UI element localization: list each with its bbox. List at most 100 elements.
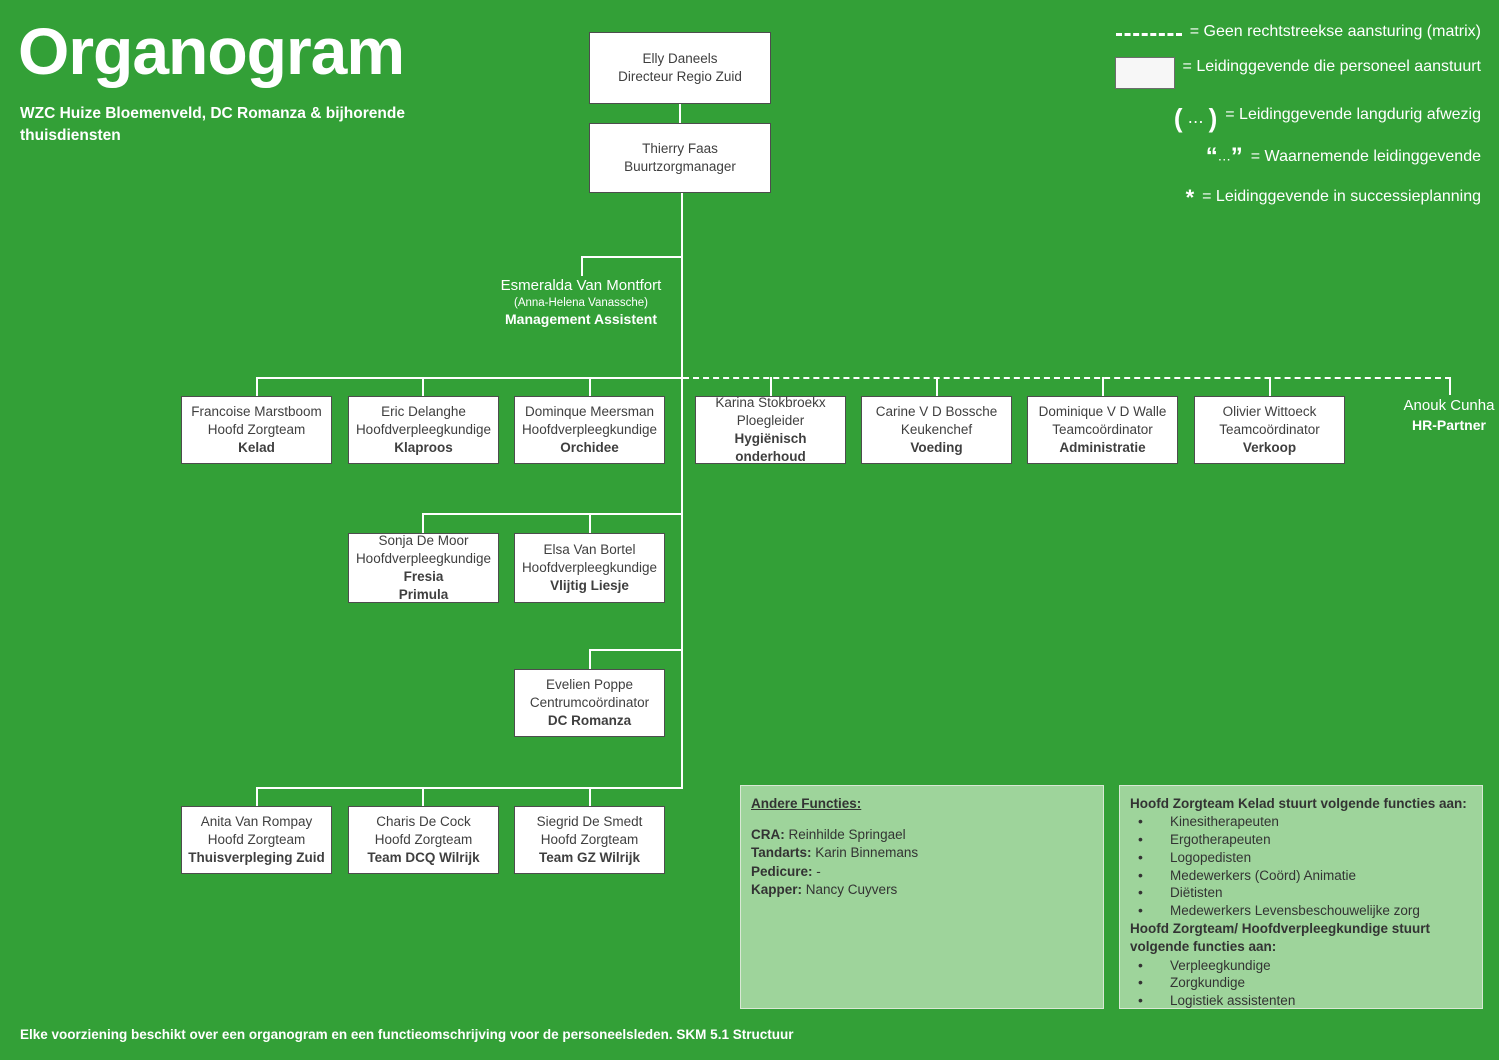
list-item: Logistiek assistenten bbox=[1134, 991, 1472, 1010]
legend-item-acting: “⋯” = Waarnemende leidinggevende bbox=[1051, 143, 1481, 171]
legend-item-label: = Waarnemende leidinggevende bbox=[1250, 148, 1481, 166]
panel-row-label: Pedicure: bbox=[751, 863, 813, 879]
legend-item-succession: * = Leidinggevende in successieplanning bbox=[1051, 187, 1481, 209]
panel-andere-functies: Andere Functies: CRA: Reinhilde Springae… bbox=[740, 785, 1104, 1009]
node-thuisverpleging-zuid[interactable]: Anita Van Rompay Hoofd Zorgteam Thuisver… bbox=[181, 806, 332, 874]
connector-drop-orchidee bbox=[589, 377, 591, 396]
white-box-icon bbox=[1114, 57, 1175, 90]
list-item: Kinesitherapeuten bbox=[1134, 812, 1472, 831]
connector-drop-vlijtig-liesje bbox=[589, 513, 591, 533]
connector-tier4-bar bbox=[256, 787, 683, 789]
connector-drop-administratie bbox=[1102, 377, 1104, 396]
connector-drop-team-dcq bbox=[422, 787, 424, 806]
node-line-role: Buurtzorgmanager bbox=[624, 159, 736, 174]
connector-director-to-buurtzorg bbox=[679, 104, 681, 124]
panel-list-hoofdverpleegkundige: Verpleegkundige Zorgkundige Logistiek as… bbox=[1130, 956, 1472, 1010]
legend-item-label: = Geen rechtstreekse aansturing (matrix) bbox=[1189, 23, 1481, 40]
panel-title-kelad: Hoofd Zorgteam Kelad stuurt volgende fun… bbox=[1130, 796, 1467, 811]
asterisk-icon: * bbox=[1185, 185, 1195, 211]
footer-note: Elke voorziening beschikt over een organ… bbox=[20, 1027, 794, 1042]
node-fresia-primula[interactable]: Sonja De Moor Hoofdverpleegkundige Fresi… bbox=[348, 533, 499, 603]
node-team-gz-wilrijk[interactable]: Siegrid De Smedt Hoofd Zorgteam Team GZ … bbox=[514, 806, 665, 874]
node-line-role: Directeur Regio Zuid bbox=[618, 69, 742, 84]
node-line-role: Hoofdverpleegkundige bbox=[521, 560, 658, 576]
node-line-unit: Kelad bbox=[238, 439, 275, 455]
panel-row: Tandarts: Karin Binnemans bbox=[751, 844, 1093, 862]
node-line-role: Management Assistent bbox=[505, 311, 657, 328]
connector-drop-verkoop bbox=[1269, 377, 1271, 396]
connector-drop-hygienisch bbox=[770, 377, 772, 396]
legend-item-manager-box: = Leidinggevende die personeel aanstuurt bbox=[1051, 57, 1481, 90]
quotes-icon: “⋯” bbox=[1205, 143, 1243, 171]
page-subtitle: WZC Huize Bloemenveld, DC Romanza & bijh… bbox=[20, 105, 405, 145]
node-line-unit2: Primula bbox=[398, 586, 449, 602]
node-line-name: Eric Delanghe bbox=[381, 404, 466, 420]
node-voeding[interactable]: Carine V D Bossche Keukenchef Voeding bbox=[861, 396, 1012, 464]
connector-drop-dc-romanza bbox=[589, 649, 591, 669]
panel-row: Pedicure: - bbox=[751, 863, 1093, 881]
node-vlijtig-liesje[interactable]: Elsa Van Bortel Hoofdverpleegkundige Vli… bbox=[514, 533, 665, 603]
list-item: Medewerkers Levensbeschouwelijke zorg bbox=[1134, 901, 1472, 920]
node-line-unit: Thuisverpleging Zuid bbox=[188, 849, 325, 865]
panel-row-value: Reinhilde Springael bbox=[788, 827, 906, 843]
panel-list-kelad: Kinesitherapeuten Ergotherapeuten Logope… bbox=[1130, 812, 1472, 920]
node-line-name: Olivier Wittoeck bbox=[1222, 404, 1317, 420]
list-item: Medewerkers (Coörd) Animatie bbox=[1134, 866, 1472, 885]
panel-row-label: CRA: bbox=[751, 827, 785, 843]
node-team-dcq-wilrijk[interactable]: Charis De Cock Hoofd Zorgteam Team DCQ W… bbox=[348, 806, 499, 874]
legend-item-label: = Leidinggevende die personeel aanstuurt bbox=[1182, 58, 1481, 76]
node-line-name: Elsa Van Bortel bbox=[543, 542, 636, 558]
node-line-unit: Voeding bbox=[910, 439, 963, 455]
node-management-assistent[interactable]: Esmeralda Van Montfort (Anna-Helena Vana… bbox=[451, 276, 711, 329]
page-title: Organogram bbox=[18, 14, 405, 88]
node-line-unit: Orchidee bbox=[560, 439, 619, 455]
connector-drop-voeding bbox=[936, 377, 938, 396]
node-verkoop[interactable]: Olivier Wittoeck Teamcoördinator Verkoop bbox=[1194, 396, 1345, 464]
node-hygienisch-onderhoud[interactable]: Karina Stokbroekx Ploegleider Hygiënisch… bbox=[695, 395, 846, 464]
panel-row-label: Kapper: bbox=[751, 881, 803, 897]
node-buurtzorgmanager[interactable]: Thierry Faas Buurtzorgmanager bbox=[589, 123, 771, 193]
node-line-role: Hoofdverpleegkundige bbox=[355, 422, 492, 438]
node-line-role: Ploegleider bbox=[736, 413, 805, 429]
node-line-name: Anouk Cunha bbox=[1403, 397, 1495, 414]
node-line-unit2: onderhoud bbox=[735, 448, 806, 464]
panel-row: Kapper: Nancy Cuyvers bbox=[751, 881, 1093, 899]
legend: = Geen rechtstreekse aansturing (matrix)… bbox=[1051, 22, 1481, 225]
list-item: Zorgkundige bbox=[1134, 973, 1472, 992]
connector-to-mgmt-assistent-h bbox=[581, 256, 683, 258]
panel-row-value: Karin Binnemans bbox=[815, 845, 919, 861]
node-line-name: Evelien Poppe bbox=[545, 677, 634, 693]
node-line-role: Hoofdverpleegkundige bbox=[521, 422, 658, 438]
node-line-name: Karina Stokbroekx bbox=[715, 395, 826, 411]
node-line-role: Keukenchef bbox=[900, 422, 973, 438]
node-dc-romanza[interactable]: Evelien Poppe Centrumcoördinator DC Roma… bbox=[514, 669, 665, 737]
node-line-name: Francoise Marstboom bbox=[191, 404, 322, 420]
node-hr-partner[interactable]: Anouk Cunha HR-Partner bbox=[1349, 396, 1499, 434]
connector-tier3-bar bbox=[589, 649, 683, 651]
panel-aansturing: Hoofd Zorgteam Kelad stuurt volgende fun… bbox=[1119, 785, 1483, 1009]
node-director[interactable]: Elly Daneels Directeur Regio Zuid bbox=[589, 32, 771, 104]
node-line-unit: Team GZ Wilrijk bbox=[539, 849, 640, 865]
connector-drop-kelad bbox=[256, 377, 258, 396]
node-line-role: HR-Partner bbox=[1412, 416, 1486, 433]
list-item: Logopedisten bbox=[1134, 848, 1472, 867]
node-kelad[interactable]: Francoise Marstboom Hoofd Zorgteam Kelad bbox=[181, 396, 332, 464]
list-item: Ergotherapeuten bbox=[1134, 830, 1472, 849]
node-orchidee[interactable]: Dominque Meersman Hoofdverpleegkundige O… bbox=[514, 396, 665, 464]
connector-drop-team-gz bbox=[589, 787, 591, 806]
panel-row: CRA: Reinhilde Springael bbox=[751, 826, 1093, 844]
node-line-role: Hoofd Zorgteam bbox=[207, 422, 306, 438]
node-line-role: Hoofd Zorgteam bbox=[540, 832, 639, 848]
node-line-unit: Administratie bbox=[1059, 439, 1146, 455]
node-line-role: Teamcoördinator bbox=[1219, 422, 1320, 438]
connector-drop-fresia bbox=[422, 513, 424, 533]
panel-row-value: Nancy Cuyvers bbox=[805, 881, 898, 897]
connector-drop-thuisverpleging bbox=[256, 787, 258, 806]
node-klaproos[interactable]: Eric Delanghe Hoofdverpleegkundige Klapr… bbox=[348, 396, 499, 464]
node-line-unit: Verkoop bbox=[1242, 439, 1297, 455]
legend-item-label: = Leidinggevende langdurig afwezig bbox=[1225, 106, 1481, 124]
panel-title: Andere Functies: bbox=[751, 796, 862, 811]
parentheses-icon: (⋯) bbox=[1173, 103, 1218, 134]
node-line-name: Elly Daneels bbox=[642, 51, 718, 67]
node-administratie[interactable]: Dominique V D Walle Teamcoördinator Admi… bbox=[1027, 396, 1178, 464]
